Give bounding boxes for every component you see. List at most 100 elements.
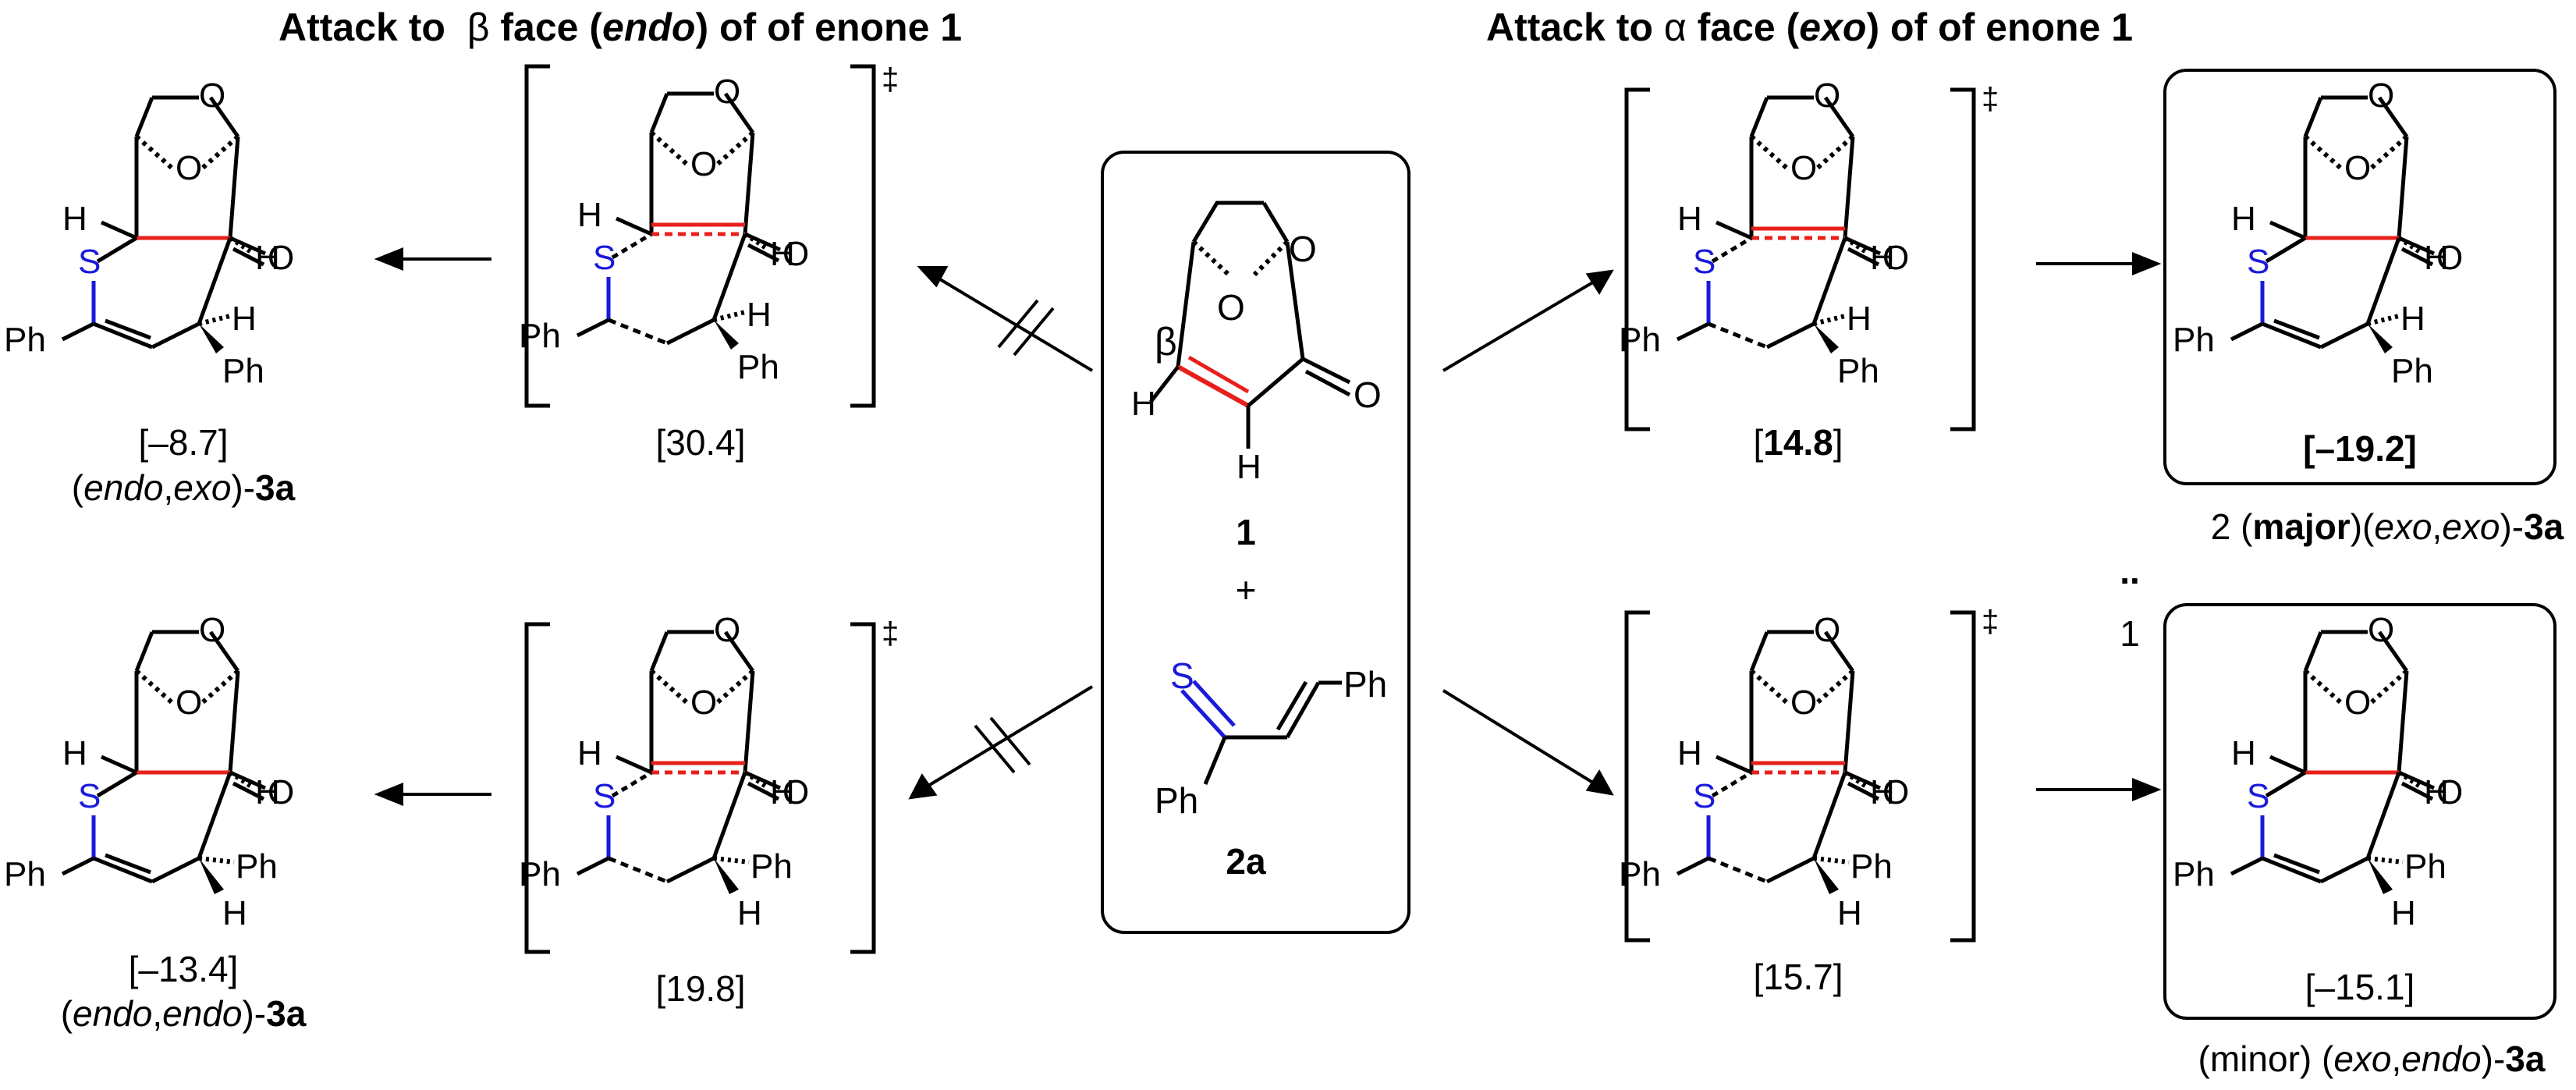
- ts-exo-bottom-o-carbonyl: O: [1882, 773, 1909, 811]
- header-endo-attack: Attack to β face (endo) of of enone 1: [279, 5, 963, 49]
- product-exo-exo-ph-lower: Ph: [2391, 352, 2433, 390]
- ts-endo-top-h-left: H: [577, 196, 602, 234]
- dagger-exo-ts-top: ‡: [1982, 82, 1999, 116]
- box-exo-endo-product: [2163, 603, 2556, 1020]
- product-exo-exo-ph-left: Ph: [2173, 321, 2215, 359]
- ratio-minor: 1: [2120, 613, 2140, 654]
- energy-exo-exo-product: [–19.2]: [2303, 428, 2417, 469]
- atom-ph-thione-left: Ph: [1155, 780, 1198, 821]
- product-exo-endo-o-bridge: O: [2368, 611, 2394, 649]
- ts-endo-bottom-h-left: H: [577, 734, 602, 772]
- ts-endo-bottom-s: S: [593, 777, 616, 815]
- ts-exo-bottom-h-left: H: [1677, 734, 1702, 772]
- ts-exo-top-ph-lower: Ph: [1837, 352, 1879, 390]
- enone-1-structure: [1149, 201, 1351, 449]
- ts-exo-bottom-o-ring: O: [1790, 683, 1817, 722]
- atom-o-carbonyl: O: [1354, 375, 1382, 415]
- product-exo-endo-o-carbonyl: O: [2436, 773, 2463, 811]
- product-exo-exo-o-carbonyl: O: [2436, 239, 2463, 277]
- product-exo-exo-o-bridge: O: [2368, 76, 2394, 115]
- beta-label: β: [1155, 320, 1177, 364]
- ts-exo-top-o-ring: O: [1790, 149, 1817, 187]
- atom-h-alpha: H: [1237, 448, 1261, 486]
- ts-exo-bottom-ph-lower: Ph: [1850, 847, 1893, 886]
- ts-exo-top-s: S: [1693, 243, 1716, 281]
- ts-endo-top-o-bridge: O: [714, 73, 740, 111]
- label-endo-endo-product: (endo,endo)-3a: [60, 993, 307, 1034]
- dagger-endo-ts-top: ‡: [882, 62, 899, 97]
- ts-exo-top-o-carbonyl: O: [1882, 239, 1909, 277]
- ts-exo-bottom-ph-left: Ph: [1619, 855, 1661, 893]
- ts-endo-bottom-ph-lower: Ph: [750, 847, 793, 886]
- bracket-left-exo-ts-bottom: [1624, 610, 1650, 943]
- bracket-right-endo-ts-bottom: [850, 622, 876, 954]
- energy-endo-exo-product: [–8.7]: [138, 422, 229, 463]
- ts-endo-top-s: S: [593, 239, 616, 277]
- label-exo-exo-product: 2 (major)(exo,exo)-3a: [2210, 506, 2564, 547]
- product-endo-exo-h-left: H: [62, 200, 87, 238]
- arrow-to-exo-ts-top: [1442, 279, 1597, 372]
- product-endo-exo-ph-lower: Ph: [222, 352, 264, 390]
- product-exo-exo-h-left: H: [2231, 200, 2256, 238]
- ts-exo-top-h-left: H: [1677, 200, 1702, 238]
- product-endo-exo-s: S: [78, 243, 101, 281]
- energy-endo-endo-product: [–13.4]: [128, 949, 239, 989]
- atom-o-ring: O: [1217, 287, 1245, 328]
- ts-endo-bottom-o-ring: O: [690, 683, 717, 722]
- ts-exo-bottom-h-lower: H: [1837, 894, 1862, 932]
- ts-exo-top-h-right: H: [1870, 239, 1895, 277]
- ts-endo-bottom-h-lower: H: [737, 894, 762, 932]
- energy-endo-ts-bottom: [19.8]: [655, 968, 746, 1009]
- ts-endo-top-o-carbonyl: O: [782, 235, 809, 273]
- product-endo-endo-ph-lower: Ph: [236, 847, 278, 886]
- product-endo-endo-ph-left: Ph: [4, 855, 46, 893]
- product-endo-endo-o-ring: O: [176, 683, 202, 722]
- ts-exo-top-o-bridge: O: [1814, 76, 1840, 115]
- product-endo-endo-h-left: H: [62, 734, 87, 772]
- energy-exo-ts-top: [14.8]: [1753, 422, 1843, 463]
- bracket-right-exo-ts-bottom: [1950, 610, 1976, 943]
- dagger-endo-ts-bottom: ‡: [882, 616, 899, 651]
- ts-exo-bottom-h-right: H: [1870, 773, 1895, 811]
- ts-endo-bottom-ph-left: Ph: [519, 855, 561, 893]
- ts-endo-top-h-lower: H: [747, 296, 772, 334]
- product-endo-endo-o-bridge: O: [199, 611, 225, 649]
- bracket-left-exo-ts-top: [1624, 87, 1650, 431]
- product-endo-exo-o-bridge: O: [199, 76, 225, 115]
- label-compound-1: 1: [1236, 512, 1256, 552]
- ts-endo-top-ph-lower: Ph: [737, 348, 779, 386]
- arrow-to-endo-ts-top: [935, 275, 1094, 372]
- product-endo-endo-h-lower: H: [222, 894, 247, 932]
- ts-endo-top-ph-left: Ph: [519, 317, 561, 355]
- label-endo-exo-product: (endo,exo)-3a: [71, 467, 296, 508]
- label-exo-endo-product: (minor) (exo,endo)-3a: [2198, 1039, 2546, 1079]
- product-exo-exo-h-right: H: [2424, 239, 2449, 277]
- ts-endo-bottom-o-bridge: O: [714, 611, 740, 649]
- ts-endo-top-h-right: H: [770, 235, 795, 273]
- energy-exo-ts-bottom: [15.7]: [1753, 957, 1843, 997]
- product-exo-endo-h-right: H: [2424, 773, 2449, 811]
- product-endo-exo-o-ring: O: [176, 149, 202, 187]
- product-endo-endo-o-carbonyl: O: [268, 773, 294, 811]
- product-exo-endo-ph-left: Ph: [2173, 855, 2215, 893]
- ts-exo-bottom-s: S: [1693, 777, 1716, 815]
- ts-exo-bottom-o-bridge: O: [1814, 611, 1840, 649]
- ts-exo-top-ph-left: Ph: [1619, 321, 1661, 359]
- reactants-box: [1101, 151, 1410, 934]
- bracket-right-endo-ts-top: [850, 64, 876, 408]
- product-exo-endo-ph-lower: Ph: [2404, 847, 2446, 886]
- energy-endo-ts-top: [30.4]: [655, 422, 746, 463]
- ts-endo-bottom-h-right: H: [770, 773, 795, 811]
- product-exo-exo-s: S: [2247, 243, 2269, 281]
- bracket-right-exo-ts-top: [1950, 87, 1976, 431]
- energy-exo-endo-product: [–15.1]: [2305, 967, 2415, 1007]
- bracket-left-endo-ts-top: [524, 64, 550, 408]
- product-exo-endo-h-left: H: [2231, 734, 2256, 772]
